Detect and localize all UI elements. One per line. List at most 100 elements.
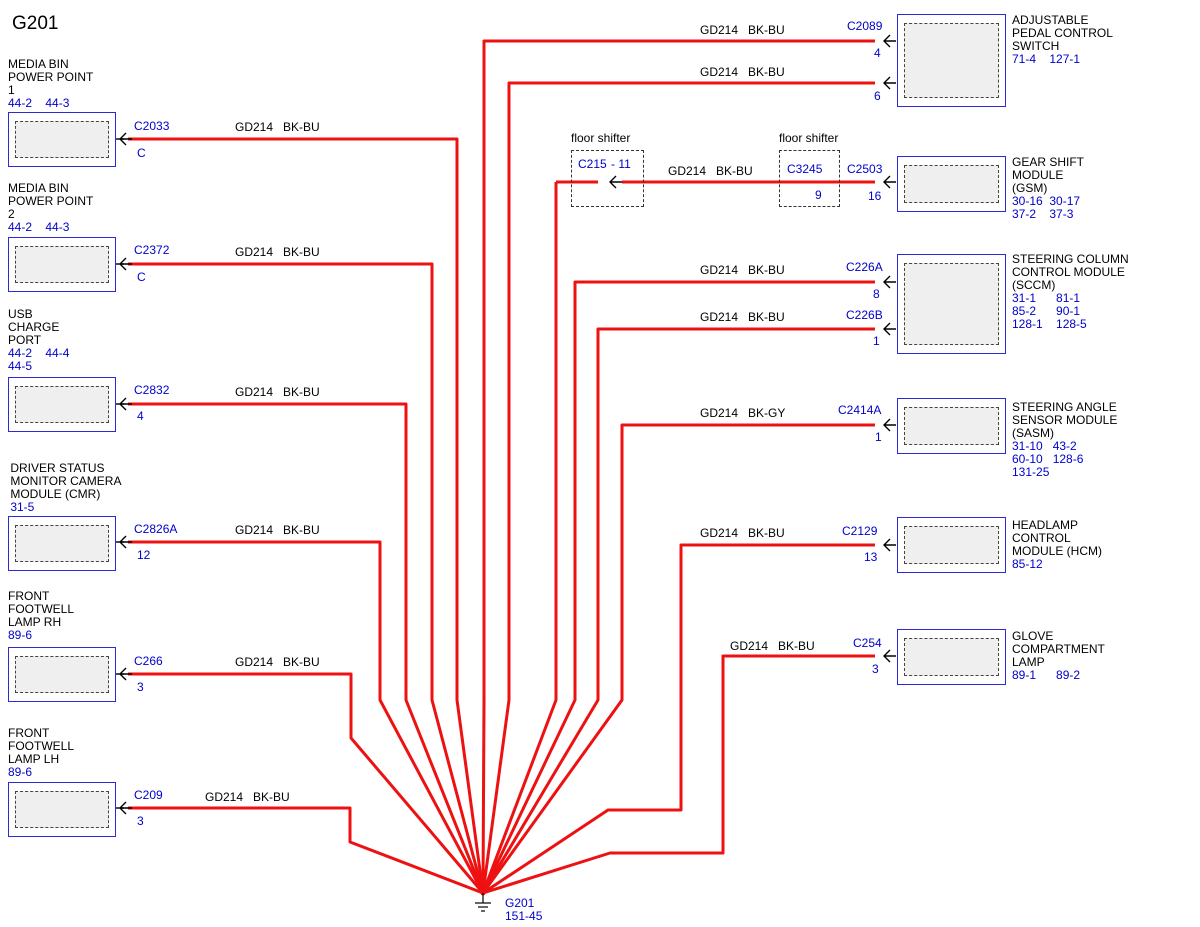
module-box-gear-shift[interactable] (897, 156, 1006, 212)
wire-circuit: GD214 (235, 120, 274, 134)
module-ref: 37-2 37-3 (1012, 207, 1074, 221)
floor-shifter-box-right (779, 150, 840, 207)
pin-label: C (137, 270, 146, 284)
module-ref: 44-5 (8, 359, 33, 373)
wire-circuit: GD214 (700, 526, 739, 540)
module-name-line: PEDAL CONTROL (1012, 26, 1113, 40)
wire-circuit: GD214 (235, 385, 274, 399)
module-ref: 89-1 89-2 (1012, 668, 1081, 682)
connector-label: C266 (134, 654, 163, 668)
pin-label: 3 (137, 814, 144, 828)
wire-color: BK-BU (283, 245, 320, 259)
wire-color: BK-BU (716, 164, 753, 178)
wire-color: BK-BU (283, 120, 320, 134)
connector-label: C2832 (134, 383, 170, 397)
connector-arrow-icon (883, 275, 896, 289)
module-name-line: FOOTWELL (8, 739, 75, 753)
pin-label: 8 (873, 287, 880, 301)
wire-circuit: GD214 (700, 23, 739, 37)
module-box-media-bin-2[interactable] (8, 237, 116, 292)
pin-label: 13 (864, 550, 878, 564)
floor-shifter-label: floor shifter (571, 131, 631, 145)
module-name-line: MEDIA BIN (8, 181, 69, 195)
floor-shifter-box-left (571, 150, 644, 207)
module-ref: 128-1 128-5 (1012, 317, 1087, 331)
module-name-line: FRONT (8, 726, 50, 740)
wire-circuit: GD214 (205, 790, 244, 804)
module-name-line: LAMP RH (8, 615, 62, 629)
module-ref: 60-10 128-6 (1012, 452, 1084, 466)
connector-arrow-icon (883, 418, 896, 432)
module-name-line: 1 (8, 83, 15, 97)
ground-symbol-icon (475, 893, 491, 912)
module-name-line: FOOTWELL (8, 602, 75, 616)
wire-right (482, 654, 875, 895)
pin-label: - 11 (611, 157, 631, 171)
wire-left (128, 806, 484, 895)
wire-left (128, 137, 485, 894)
module-box-usb-charge[interactable] (8, 377, 116, 432)
wire-circuit: GD214 (235, 655, 274, 669)
module-box-adjustable-pedal[interactable] (897, 14, 1006, 107)
pin-label: 3 (872, 662, 879, 676)
pin-label: 1 (873, 334, 880, 348)
connector-arrow-icon (883, 538, 896, 552)
wire-group (116, 34, 896, 896)
module-name-line: ADJUSTABLE (1012, 13, 1089, 27)
module-box-front-footwell-lh[interactable] (8, 782, 116, 837)
module-ref: 31-5 (7, 500, 35, 514)
wire-circuit: GD214 (700, 263, 739, 277)
module-name-line: USB (8, 307, 33, 321)
wire-color: BK-BU (748, 263, 785, 277)
module-box-media-bin-1[interactable] (8, 112, 116, 167)
wire-circuit: GD214 (235, 523, 274, 537)
connector-arrow-icon (883, 34, 896, 48)
module-name-line: PORT (8, 333, 42, 347)
module-box-front-footwell-rh[interactable] (8, 647, 116, 702)
wire-circuit: GD214 (235, 245, 274, 259)
module-name-line: POWER POINT (8, 70, 94, 84)
wire-circuit: GD214 (668, 164, 707, 178)
module-ref: 44-2 44-4 (8, 346, 70, 360)
connector-label: C2129 (842, 524, 878, 538)
wire-left (128, 262, 485, 894)
pin-label: C (137, 146, 146, 160)
connector-label: C2089 (847, 19, 883, 33)
connector-label: C254 (853, 636, 882, 650)
wire-color: BK-BU (748, 310, 785, 324)
connector-arrow-icon (883, 175, 896, 189)
module-box-headlamp[interactable] (897, 517, 1006, 573)
module-name-line: CONTROL MODULE (1012, 265, 1125, 279)
connector-label: C215 (578, 157, 607, 171)
pin-label: 6 (874, 89, 881, 103)
module-name-line: MEDIA BIN (8, 57, 69, 71)
module-box-glove-compartment[interactable] (897, 629, 1006, 685)
connector-label: C3245 (787, 162, 823, 176)
connector-arrow-icon (883, 649, 896, 663)
wire-color: BK-BU (283, 655, 320, 669)
module-name-line: SENSOR MODULE (1012, 413, 1118, 427)
module-name-line: MODULE (1012, 168, 1064, 182)
wire-color: BK-BU (748, 526, 785, 540)
wire-gear-shift-down (481, 182, 558, 894)
module-name-line: DRIVER STATUS (7, 461, 105, 475)
module-name-line: CHARGE (8, 320, 60, 334)
wire-right (482, 543, 875, 895)
module-name-line: STEERING COLUMN (1012, 252, 1129, 266)
module-box-driver-status-camera[interactable] (8, 516, 116, 571)
module-ref: 85-2 90-1 (1012, 304, 1081, 318)
connector-arrow-icon (883, 76, 896, 90)
module-box-steering-column[interactable] (897, 254, 1006, 354)
module-name-line: (SASM) (1012, 426, 1054, 440)
wire-circuit: GD214 (730, 639, 769, 653)
wire-color: BK-BU (748, 23, 785, 37)
connector-label: C2033 (134, 119, 170, 133)
module-ref: 89-6 (8, 628, 33, 642)
module-box-steering-angle[interactable] (897, 398, 1006, 454)
floor-shifter-label: floor shifter (779, 131, 839, 145)
module-ref: 44-2 44-3 (8, 220, 70, 234)
pin-label: 12 (137, 548, 151, 562)
module-ref: 71-4 127-1 (1012, 52, 1081, 66)
module-name-line: MONITOR CAMERA (7, 474, 122, 488)
wire-color: BK-BU (778, 639, 815, 653)
